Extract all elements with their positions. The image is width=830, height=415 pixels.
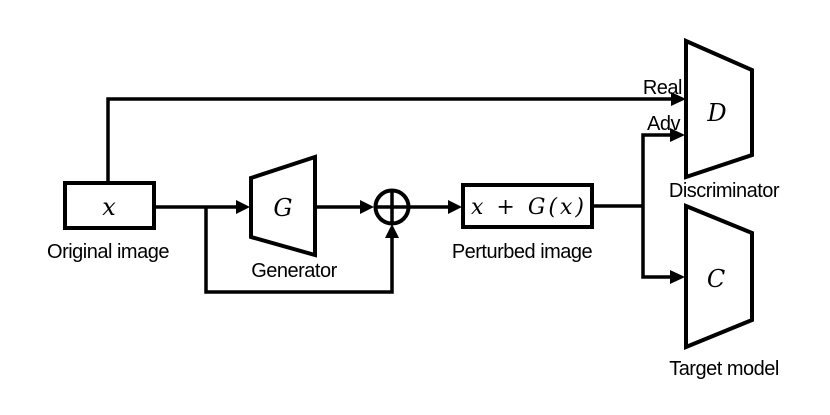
discriminator-caption: Discriminator — [669, 180, 780, 202]
discriminator-symbol: D — [706, 99, 726, 127]
perturbed-image-symbol: x + G(x) — [471, 195, 587, 220]
arrowhead-icon-target-model — [670, 270, 685, 284]
sum-circled-plus-icon — [373, 188, 411, 226]
target-model-symbol: C — [707, 265, 725, 293]
arrowhead-icon-generator-input — [236, 200, 250, 214]
original-image-symbol: x — [102, 193, 116, 221]
edge-real-input-line — [106, 97, 673, 183]
arrowhead-icon-sum-left-input — [360, 200, 374, 214]
arrowhead-icon-sum-bottom-input — [385, 224, 399, 238]
original-image-caption: Original image — [47, 241, 169, 263]
generator-trapezoid — [249, 154, 317, 258]
edge-target-model-input-line — [641, 206, 672, 279]
edge-skip-connection-line — [204, 207, 394, 294]
arrowhead-icon-real — [671, 92, 686, 106]
arrowhead-icon-perturbed-input — [448, 200, 462, 214]
generator-caption: Generator — [251, 260, 337, 282]
arrowhead-icon-adv — [670, 128, 685, 142]
perturbed-image-box — [461, 183, 594, 229]
edge-label-adv: Adv — [647, 113, 680, 135]
edge-label-real: Real — [643, 77, 682, 99]
edge-adv-input-line — [641, 133, 672, 206]
target-model-trapezoid — [684, 203, 754, 350]
generator-symbol: G — [273, 194, 292, 222]
perturbed-image-caption: Perturbed image — [452, 241, 593, 263]
original-image-box — [63, 181, 156, 230]
target-model-caption: Target model — [669, 358, 779, 380]
discriminator-trapezoid — [684, 37, 754, 180]
